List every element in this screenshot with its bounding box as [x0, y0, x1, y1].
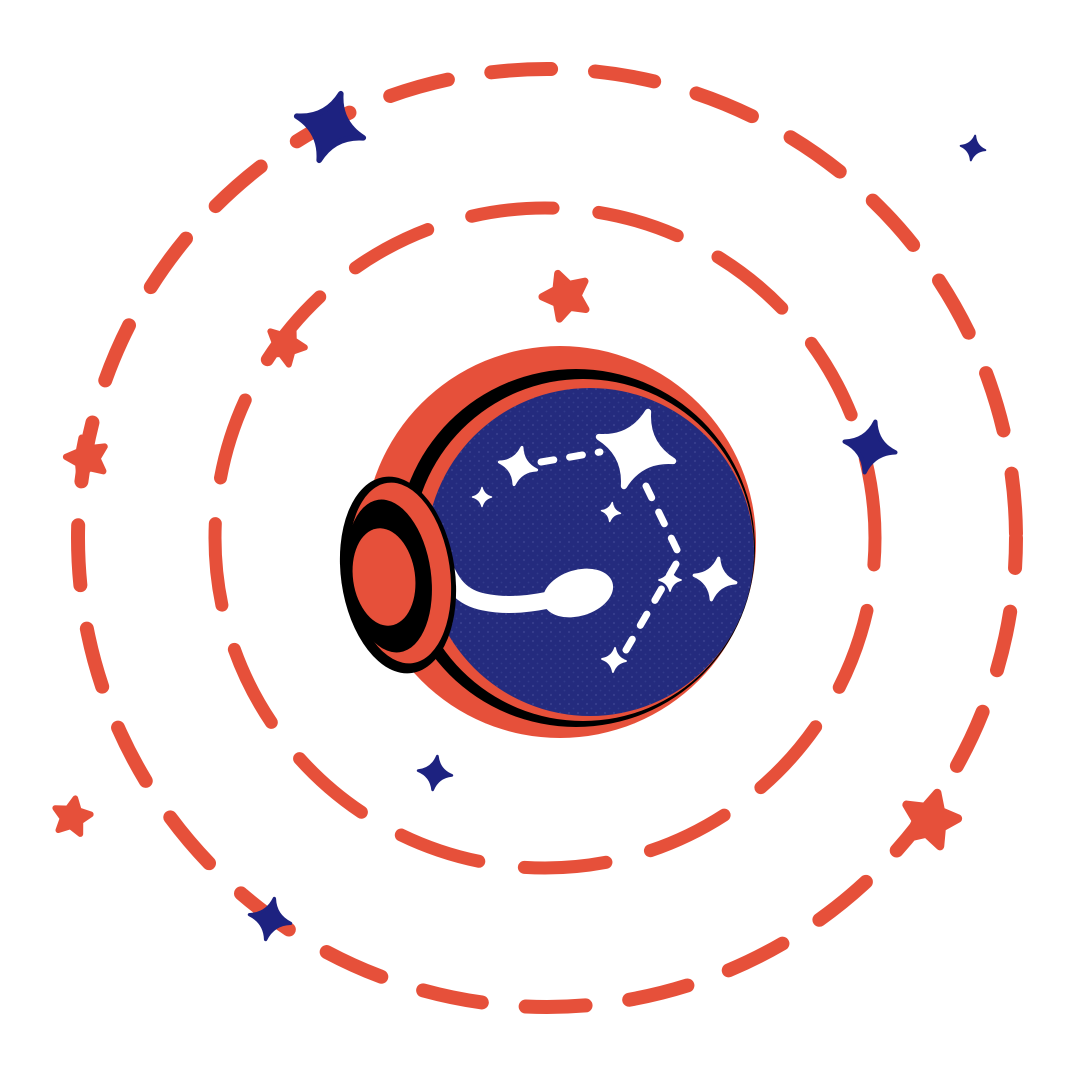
constellation-line: [537, 448, 604, 466]
red-star-upper-left: [264, 323, 308, 368]
outer-orbit: [71, 62, 1023, 1014]
mic-capsule: [542, 568, 614, 618]
navy-sparkle-star-lower-inner: [416, 754, 454, 792]
navy-sparkle-star-top-left: [293, 90, 367, 164]
visor-star-small-bottom: [601, 647, 627, 673]
red-star-bottom-right: [902, 788, 963, 851]
visor-star-tiny-left: [471, 486, 493, 508]
helmet-earpiece: [339, 476, 457, 674]
visor-star-medium-right: [692, 556, 738, 602]
constellation-line: [642, 482, 684, 560]
visor-star-large: [595, 408, 677, 490]
astronaut-helmet: [339, 346, 756, 738]
navy-sparkle-star-top-right: [959, 134, 987, 162]
navy-sparkle-star-lower-left: [247, 896, 293, 942]
scattered-stars: [52, 90, 987, 942]
red-star-top-center: [538, 269, 590, 323]
visor-star-medium-left: [497, 445, 539, 487]
visor-star-small-right: [658, 568, 682, 592]
orbit-rings: [71, 62, 1023, 1014]
red-star-far-left: [62, 434, 108, 481]
red-star-bottom-left: [52, 795, 94, 837]
visor-texture: [426, 388, 754, 716]
inner-orbit: [208, 201, 882, 875]
constellation: [471, 408, 738, 673]
navy-sparkle-star-right: [842, 419, 898, 475]
earpiece-knob: [352, 528, 416, 626]
visor-star-small-center: [600, 501, 622, 523]
